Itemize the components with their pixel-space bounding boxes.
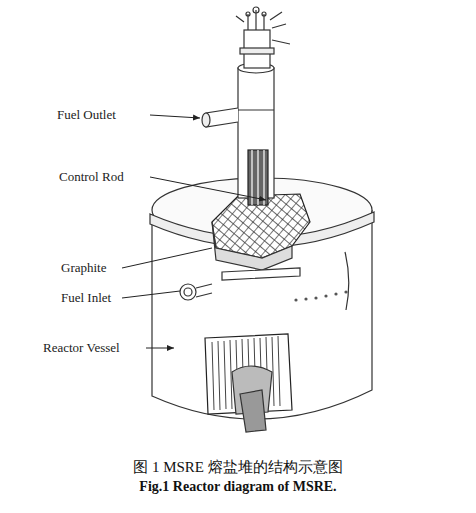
part-label: Fuel Outlet — [57, 107, 116, 123]
part-label: Fuel Inlet — [61, 290, 111, 306]
caption-english: Fig.1 Reactor diagram of MSRE. — [0, 479, 476, 495]
part-label: Reactor Vessel — [43, 340, 120, 356]
part-label: Control Rod — [59, 169, 124, 185]
figure-caption: 图 1 MSRE 熔盐堆的结构示意图 — [0, 458, 476, 477]
part-label: Graphite — [61, 260, 106, 276]
